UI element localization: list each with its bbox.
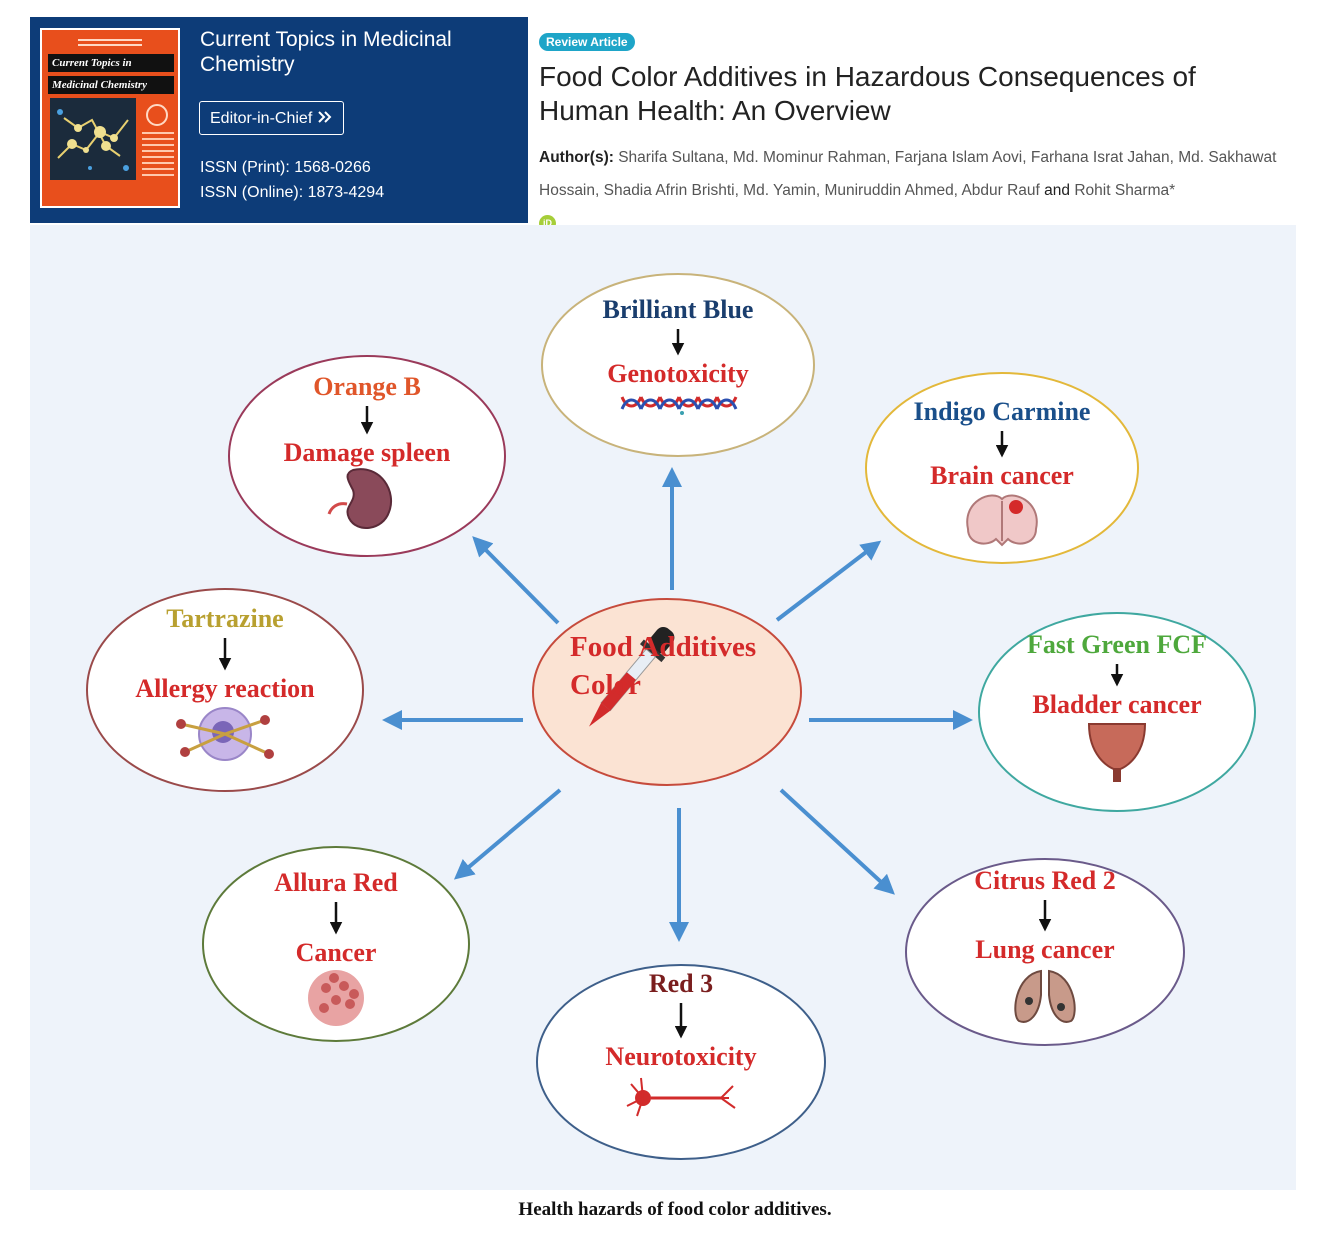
effect-label: Bladder cancer [1032, 690, 1202, 719]
node-citrus-red: Citrus Red 2 Lung cancer [906, 225, 1184, 964]
additive-label: Orange B [313, 372, 421, 401]
editor-in-chief-button[interactable]: Editor-in-Chief [199, 101, 344, 135]
immune-cell-icon [176, 707, 274, 761]
authors-and: and [1044, 182, 1071, 199]
brain-icon [966, 494, 1038, 547]
cover-text-lines [142, 132, 174, 180]
tumor-icon [308, 970, 364, 1026]
flow-arrow [453, 788, 562, 880]
cover-band-1: Current Topics in [48, 54, 174, 72]
figure-caption: Health hazards of food color additives. [518, 1199, 832, 1220]
author-last[interactable]: Rohit Sharma* [1074, 182, 1176, 199]
figure-diagram [86, 273, 1256, 1160]
effect-label: Neurotoxicity [605, 1042, 757, 1071]
node-ellipse-citrus-red [905, 858, 1185, 1046]
journal-banner: Current Topics in Medicinal Chemistry Cu… [30, 17, 528, 223]
flow-arrow [775, 540, 882, 622]
dna-icon [620, 396, 738, 415]
flow-arrow [472, 536, 560, 625]
center-label-line2: Color [570, 669, 641, 701]
effect-label: Brain cancer [930, 461, 1074, 490]
cover-band-2: Medicinal Chemistry [48, 76, 174, 94]
center-ellipse [532, 598, 802, 786]
cover-molecule-image [50, 98, 136, 180]
dropper-icon [589, 626, 675, 727]
additive-label: Indigo Carmine [913, 397, 1091, 426]
additive-label: Allura Red [274, 868, 398, 897]
journal-title[interactable]: Current Topics in Medicinal Chemistry [200, 28, 452, 76]
cover-header-lines [48, 36, 172, 50]
issn-online: ISSN (Online): 1873-4294 [200, 184, 385, 201]
node-ellipse-tartrazine [86, 588, 364, 792]
authors-names[interactable]: Sharifa Sultana, Md. Mominur Rahman, Far… [539, 149, 1277, 199]
bladder-icon [1087, 723, 1147, 782]
authors-label: Author(s): [539, 149, 614, 166]
authors-list: Author(s): Sharifa Sultana, Md. Mominur … [539, 141, 1299, 240]
node-ellipse-allura-red [202, 846, 470, 1042]
node-ellipse-orange-b [228, 355, 506, 557]
effect-label: Lung cancer [975, 935, 1115, 964]
additive-label: Tartrazine [166, 604, 284, 633]
node-fast-green: Fast Green FCF Bladder cancer [979, 225, 1255, 719]
editor-in-chief-label: Editor-in-Chief [210, 110, 313, 127]
node-orange-b: Orange B Damage spleen [229, 225, 505, 467]
additive-label: Citrus Red 2 [974, 866, 1116, 895]
flow-arrow [779, 788, 895, 895]
neuron-icon [626, 1077, 736, 1117]
effect-label: Genotoxicity [607, 359, 749, 388]
double-chevron-right-icon [318, 111, 332, 123]
additive-label: Red 3 [648, 969, 714, 998]
additive-label: Fast Green FCF [1026, 630, 1208, 659]
journal-cover[interactable]: Current Topics in Medicinal Chemistry [40, 28, 180, 208]
effect-label: Cancer [295, 938, 377, 967]
review-article-badge: Review Article [539, 33, 635, 51]
issn-print: ISSN (Print): 1568-0266 [200, 159, 371, 176]
center-label-line1: Food Additives [570, 631, 757, 663]
node-ellipse-brilliant-blue [541, 273, 815, 457]
node-red-3: Red 3 Neurotoxicity [537, 225, 825, 1071]
node-ellipse-red-3 [536, 964, 826, 1160]
lungs-icon [1014, 969, 1076, 1023]
node-ellipse-indigo-carmine [865, 372, 1139, 564]
cover-seal-icon [146, 104, 168, 126]
spleen-icon [327, 468, 393, 529]
article-title: Food Color Additives in Hazardous Conseq… [539, 61, 1196, 126]
effect-label: Damage spleen [283, 438, 451, 467]
node-ellipse-fast-green [978, 612, 1256, 812]
additive-label: Brilliant Blue [602, 295, 754, 324]
effect-label: Allergy reaction [135, 674, 315, 703]
